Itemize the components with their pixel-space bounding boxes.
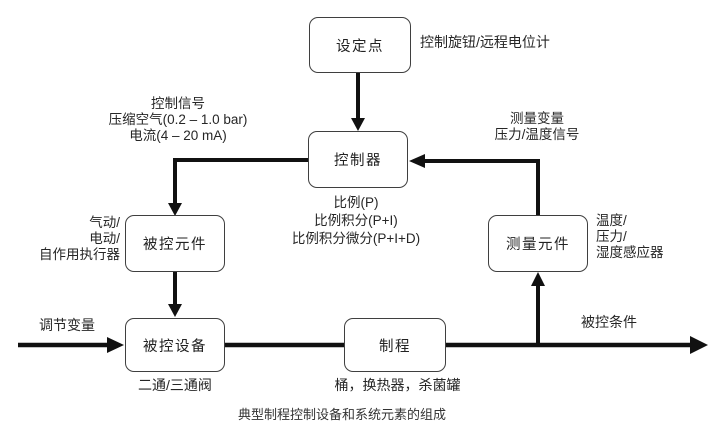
- connector-input-to-device: [18, 337, 124, 353]
- control-modes-note: 比例(P) 比例积分(P+I) 比例积分微分(P+I+D): [256, 194, 456, 248]
- setpoint-label: 设定点: [336, 38, 384, 55]
- manipulated-variable-label: 调节变量: [39, 317, 95, 333]
- controlled-condition-label: 被控条件: [581, 314, 637, 330]
- device-label: 被控设备: [143, 338, 207, 355]
- setpoint-note: 控制旋钮/远程电位计: [420, 34, 550, 50]
- controller-box: 控制器: [308, 131, 408, 188]
- process-box: 制程: [344, 318, 446, 372]
- connector-sensor-to-controller: [409, 154, 540, 215]
- measured-variable-line2: 压力/温度信号: [494, 127, 580, 142]
- actuator-label: 被控元件: [143, 237, 207, 253]
- process-label: 制程: [379, 338, 411, 355]
- actuator-types-line3: 自作用执行器: [39, 247, 120, 262]
- sensor-types-note: 温度/ 压力/ 湿度感应器: [596, 213, 664, 261]
- connector-setpoint-to-controller: [351, 73, 365, 131]
- diagram-caption: 典型制程控制设备和系统元素的组成: [237, 407, 446, 422]
- control-modes-line2: 比例积分(P+I): [314, 213, 398, 228]
- connector-process-to-output: [446, 336, 708, 354]
- connector-controller-to-actuator: [168, 158, 308, 216]
- device-box: 被控设备: [125, 318, 225, 372]
- valve-note: 二通/三通阀: [138, 377, 212, 393]
- sensor-types-line3: 湿度感应器: [596, 245, 664, 260]
- control-signal-note: 控制信号 压缩空气(0.2 – 1.0 bar) 电流(4 – 20 mA): [78, 96, 278, 144]
- measured-variable-line1: 测量变量: [510, 111, 564, 126]
- control-modes-line3: 比例积分微分(P+I+D): [291, 231, 421, 246]
- sensor-types-line2: 压力/: [596, 229, 627, 244]
- sensor-types-line1: 温度/: [596, 213, 627, 228]
- control-signal-line1: 控制信号: [151, 96, 205, 111]
- connector-output-to-sensor: [531, 272, 545, 345]
- control-modes-line1: 比例(P): [333, 195, 379, 210]
- sensor-box: 测量元件: [488, 215, 588, 272]
- measured-variable-note: 测量变量 压力/温度信号: [447, 111, 627, 143]
- connector-actuator-to-device: [168, 272, 182, 317]
- actuator-types-line2: 电动/: [89, 231, 120, 246]
- actuator-types-line1: 气动/: [89, 215, 120, 230]
- process-note: 桶，换热器，杀菌罐: [334, 377, 461, 393]
- actuator-box: 被控元件: [125, 215, 225, 272]
- control-signal-line3: 电流(4 – 20 mA): [129, 128, 227, 143]
- setpoint-box: 设定点: [309, 17, 411, 73]
- controller-label: 控制器: [334, 153, 382, 169]
- actuator-types-note: 气动/ 电动/ 自作用执行器: [0, 215, 120, 263]
- sensor-label: 测量元件: [506, 237, 570, 253]
- control-signal-line2: 压缩空气(0.2 – 1.0 bar): [108, 112, 248, 127]
